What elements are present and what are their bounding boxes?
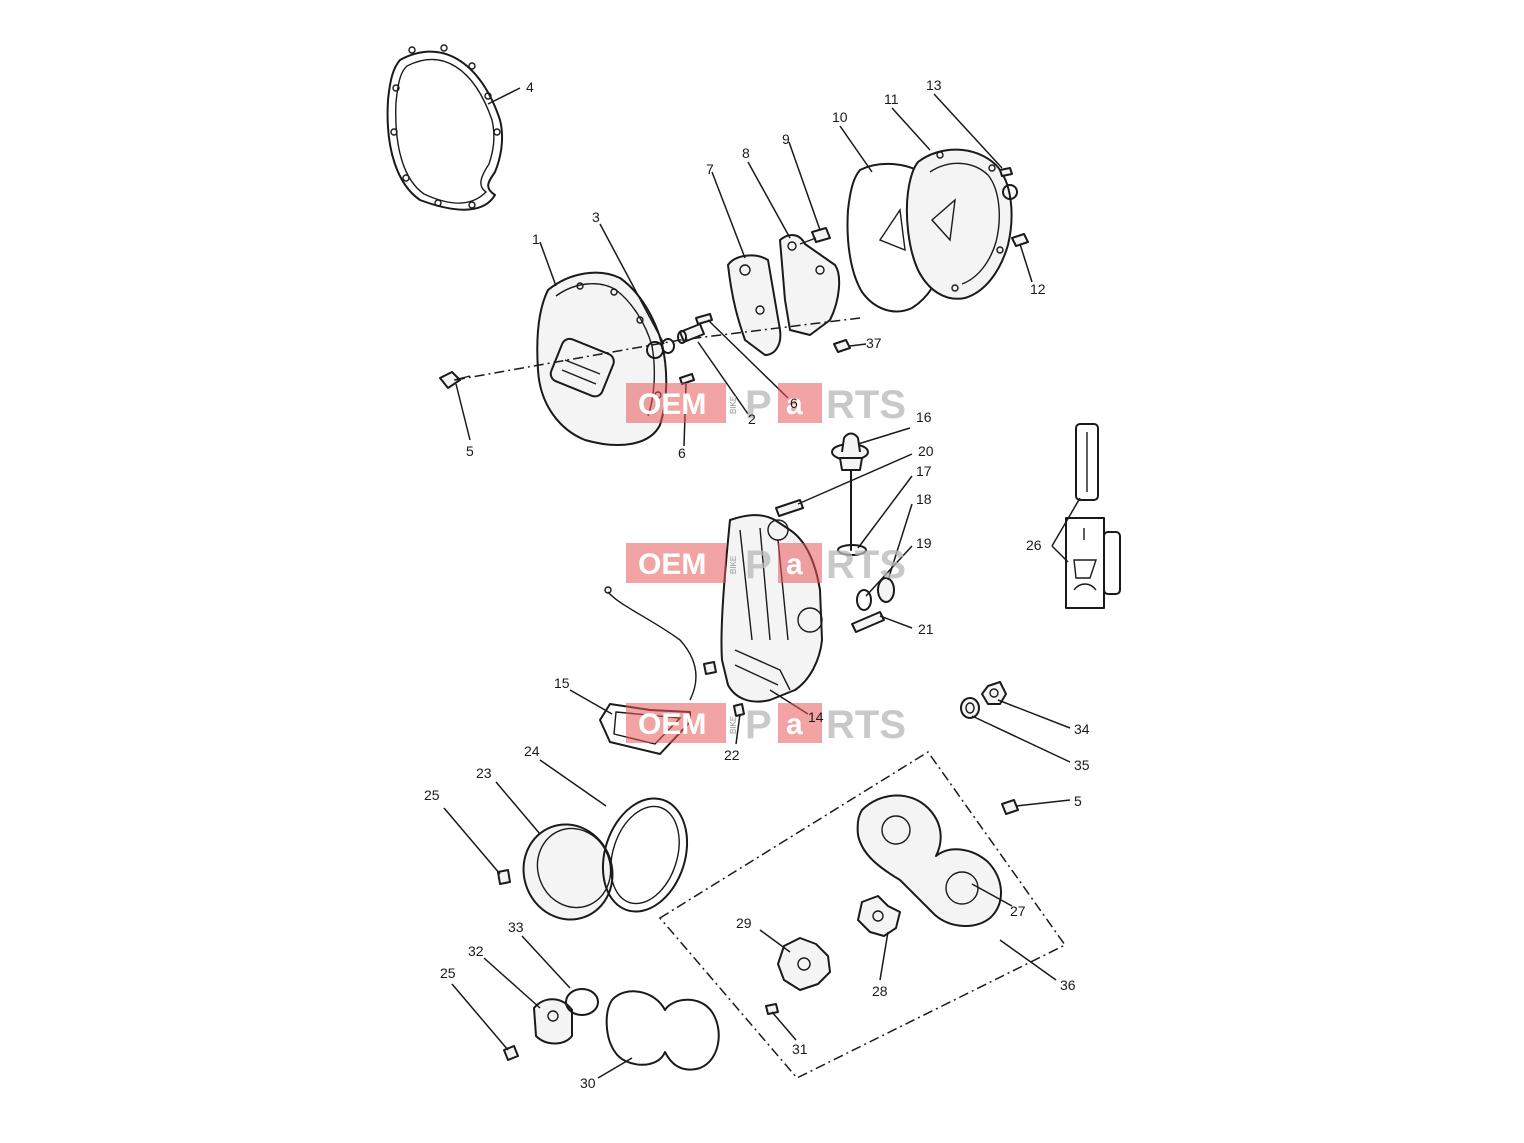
- callout-17: 17: [916, 463, 932, 479]
- callout-25: 25: [424, 787, 440, 803]
- screw-9: [799, 227, 831, 245]
- callout-5: 5: [1074, 793, 1082, 809]
- dowel-22-upper: [703, 661, 717, 675]
- rotor-29: [777, 937, 831, 991]
- callout-6: 6: [790, 395, 798, 411]
- callout-14: 14: [808, 709, 824, 725]
- nut-34: [981, 681, 1007, 705]
- watermark-p: P: [745, 703, 772, 747]
- callout-2: 2: [748, 411, 756, 427]
- callout-35: 35: [1074, 757, 1090, 773]
- callout-9: 9: [782, 131, 790, 147]
- o-ring-18: [837, 544, 867, 556]
- callout-8: 8: [742, 145, 750, 161]
- round-cover-23: [522, 823, 614, 921]
- watermark-1: OEM BIKE P a RTS: [626, 383, 906, 427]
- watermark-p: P: [745, 383, 772, 427]
- o-ring-33: [565, 988, 599, 1016]
- callout-27: 27: [1010, 903, 1026, 919]
- watermark-a: a: [786, 548, 803, 581]
- callout-12: 12: [1030, 281, 1046, 297]
- dowel-2: [677, 323, 705, 344]
- assembly-line-upper: [454, 317, 861, 381]
- callout-4: 4: [526, 79, 534, 95]
- cap-32: [533, 998, 573, 1045]
- callout-1: 1: [532, 231, 540, 247]
- callout-33: 33: [508, 919, 524, 935]
- watermark-oem: OEM: [638, 388, 706, 421]
- callout-10: 10: [832, 109, 848, 125]
- watermark-2: OEM BIKE P a RTS: [626, 543, 906, 587]
- washer-35: [960, 697, 980, 719]
- callout-37: 37: [866, 335, 882, 351]
- watermark-a: a: [786, 388, 803, 421]
- callout-18: 18: [916, 491, 932, 507]
- callout-3: 3: [592, 209, 600, 225]
- watermark-rts: RTS: [826, 703, 906, 747]
- watermark-oem: OEM: [638, 548, 706, 581]
- callout-7: 7: [706, 161, 714, 177]
- callout-20: 20: [918, 443, 934, 459]
- leader-lines: [443, 87, 1081, 1079]
- callout-labels: 4 13 11 10 9 8 7 3 1 12 37 5 6 2 6 16 20…: [424, 77, 1090, 1091]
- callout-28: 28: [872, 983, 888, 999]
- callout-19: 19: [916, 535, 932, 551]
- watermark-bike: BIKE: [729, 716, 738, 734]
- gasket-24: [601, 797, 689, 913]
- callout-23: 23: [476, 765, 492, 781]
- watermark-p: P: [745, 543, 772, 587]
- callout-32: 32: [468, 943, 484, 959]
- screw-25-upper: [497, 869, 511, 885]
- bolt-20: [775, 499, 804, 517]
- callout-31: 31: [792, 1041, 808, 1057]
- gasket-30: [605, 990, 720, 1071]
- callout-36: 36: [1060, 977, 1076, 993]
- screw-37: [833, 339, 851, 353]
- callout-13: 13: [926, 77, 942, 93]
- dowel-22-lower: [733, 703, 745, 717]
- callout-29: 29: [736, 915, 752, 931]
- dowel-6-upper: [695, 313, 713, 325]
- rotor-28: [857, 895, 901, 937]
- pump-assembly-box-36: [658, 750, 1067, 1079]
- callout-22: 22: [724, 747, 740, 763]
- callout-16: 16: [916, 409, 932, 425]
- callout-5: 5: [466, 443, 474, 459]
- filler-cap-16: [831, 432, 869, 471]
- callout-15: 15: [554, 675, 570, 691]
- gasket-4: [386, 44, 504, 211]
- watermark-bike: BIKE: [729, 396, 738, 414]
- callout-11: 11: [884, 91, 899, 107]
- screw-12: [1011, 233, 1029, 247]
- callout-24: 24: [524, 743, 540, 759]
- watermark-rts: RTS: [826, 543, 906, 587]
- callout-30: 30: [580, 1075, 596, 1091]
- watermark-bike: BIKE: [729, 556, 738, 574]
- callout-21: 21: [918, 621, 934, 637]
- watermark-oem: OEM: [638, 708, 706, 741]
- watermark-3: OEM BIKE P a RTS: [626, 703, 906, 747]
- bolt-5-lower: [1001, 799, 1019, 815]
- callout-25: 25: [440, 965, 456, 981]
- bracket-7: [727, 254, 782, 356]
- screw-31: [765, 1003, 779, 1015]
- dowel-6-lower: [679, 373, 695, 385]
- callout-26: 26: [1026, 537, 1042, 553]
- seal-19: [856, 577, 895, 611]
- callout-6: 6: [678, 445, 686, 461]
- watermark-rts: RTS: [826, 383, 906, 427]
- screw-13: [999, 167, 1013, 177]
- decal-set-26: [1065, 423, 1121, 609]
- cover-plate-11: [905, 148, 1018, 300]
- watermark-a: a: [786, 708, 803, 741]
- bracket-8: [779, 234, 841, 336]
- callout-34: 34: [1074, 721, 1090, 737]
- bolt-21: [851, 611, 885, 633]
- o-ring-3: [661, 338, 675, 354]
